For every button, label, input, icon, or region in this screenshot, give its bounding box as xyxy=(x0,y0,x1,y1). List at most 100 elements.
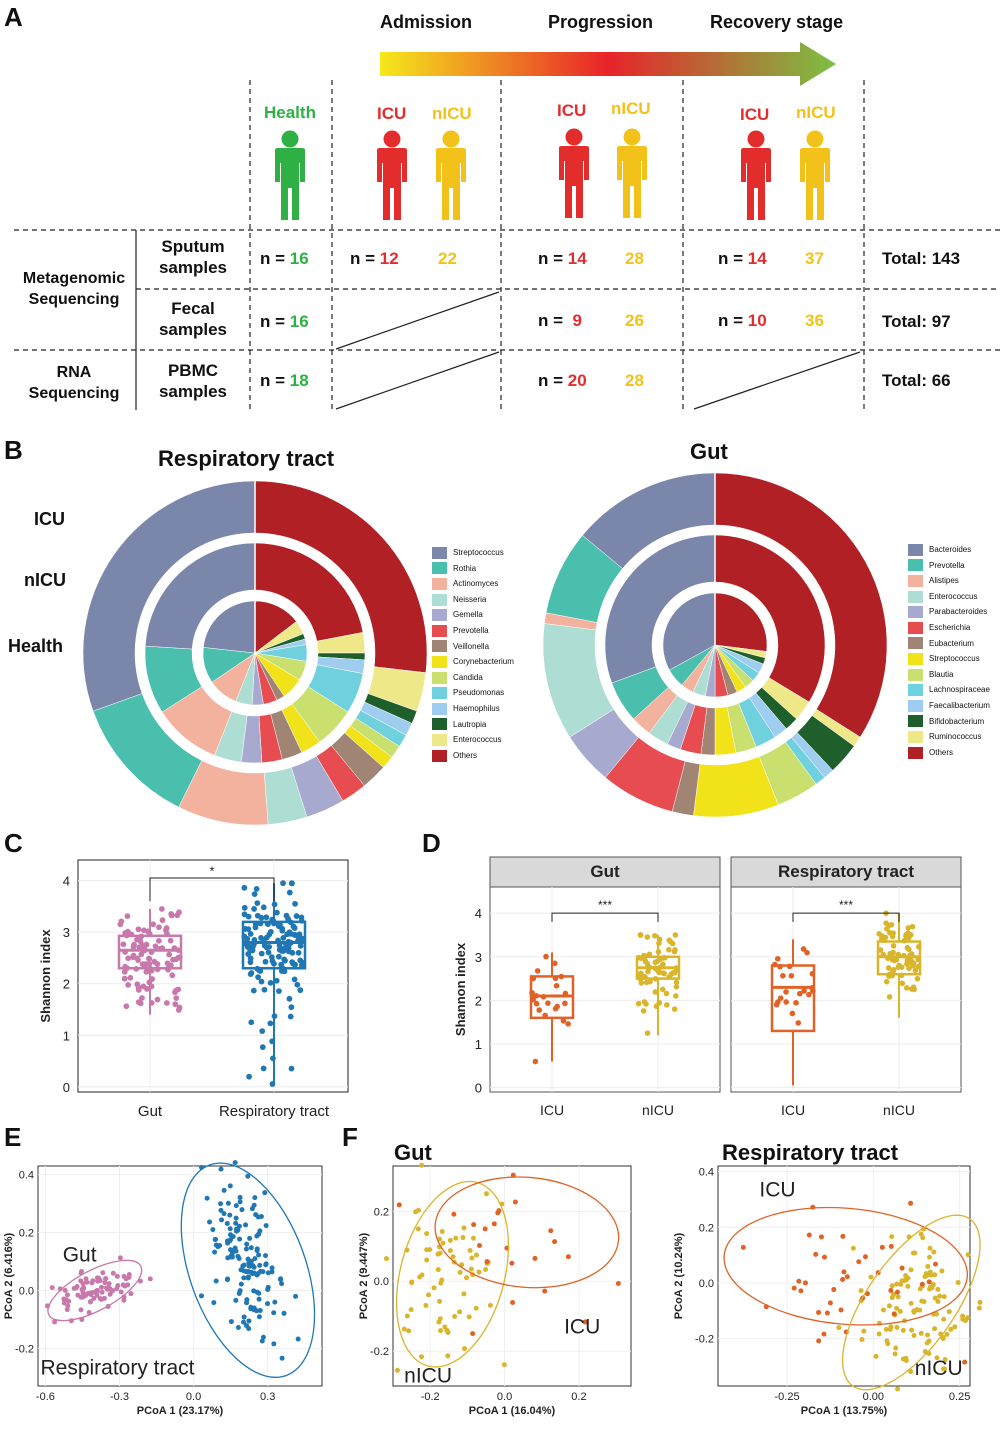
data-point xyxy=(251,1288,257,1294)
data-point xyxy=(925,1264,931,1270)
table-grid xyxy=(14,80,1000,410)
data-point xyxy=(115,1283,121,1289)
data-point xyxy=(245,1173,251,1179)
tick-label: 0.4 xyxy=(19,1170,34,1182)
data-point xyxy=(173,995,180,1001)
data-point xyxy=(876,1331,882,1337)
data-point xyxy=(247,1235,253,1241)
count-nicu: 28 xyxy=(625,371,644,390)
group-label-icu: ICU xyxy=(740,105,770,124)
data-point xyxy=(286,995,293,1002)
legend-item: Lautropia xyxy=(432,717,514,733)
count-health: n = 18 xyxy=(260,371,309,390)
data-point xyxy=(269,1265,275,1271)
data-point xyxy=(883,1326,889,1332)
legend-item: Ruminococcus xyxy=(908,729,990,745)
group-label-nicu: nICU xyxy=(796,103,836,122)
ring-label-icu: ICU xyxy=(34,509,65,529)
data-point xyxy=(230,1234,236,1240)
data-point xyxy=(125,1282,131,1288)
data-point xyxy=(258,1268,264,1274)
donut-title-resp: Respiratory tract xyxy=(158,446,335,471)
data-point xyxy=(247,931,254,937)
data-point xyxy=(124,928,131,935)
data-point xyxy=(900,1327,906,1333)
data-point xyxy=(774,955,781,962)
data-point xyxy=(286,929,293,936)
data-point xyxy=(532,1058,539,1065)
data-point xyxy=(118,1289,124,1295)
data-point xyxy=(176,1004,183,1011)
data-point xyxy=(99,1296,105,1302)
data-point xyxy=(290,923,297,930)
data-point xyxy=(49,1285,55,1291)
group-label-nicu: nICU xyxy=(611,99,651,118)
legend-label: Lautropia xyxy=(453,719,487,729)
data-point xyxy=(795,1020,802,1026)
data-point xyxy=(467,1248,473,1254)
data-point xyxy=(89,1280,95,1286)
legend-swatch xyxy=(432,593,447,606)
legend-item: Prevotella xyxy=(908,558,990,574)
data-point xyxy=(265,921,271,927)
data-point xyxy=(565,1254,571,1260)
data-point xyxy=(435,1267,441,1273)
data-point xyxy=(207,1219,213,1225)
data-point xyxy=(976,1305,982,1311)
data-point xyxy=(245,1275,251,1281)
legend-label: Faecalibacterium xyxy=(929,700,990,710)
data-point xyxy=(252,1195,258,1201)
data-point xyxy=(841,1269,847,1275)
data-point xyxy=(408,1307,414,1313)
data-point xyxy=(265,1270,271,1276)
data-point xyxy=(221,1187,227,1193)
data-point xyxy=(406,1328,412,1334)
donut-slice xyxy=(203,600,256,654)
data-point xyxy=(905,1283,911,1289)
data-point xyxy=(445,1353,451,1359)
data-point xyxy=(965,1252,971,1258)
data-point xyxy=(915,963,922,970)
data-point xyxy=(530,975,537,982)
data-point xyxy=(257,1307,263,1313)
tick-label: 0.4 xyxy=(699,1167,714,1179)
data-point xyxy=(246,1318,252,1324)
data-point xyxy=(287,919,294,926)
panel-label-d: D xyxy=(422,828,441,858)
data-point xyxy=(640,1008,647,1014)
panel-label-b: B xyxy=(4,435,23,465)
data-point xyxy=(850,1245,856,1251)
data-point xyxy=(919,1298,925,1304)
data-point xyxy=(885,1341,891,1347)
tick-label: 0.00 xyxy=(863,1391,884,1403)
data-point xyxy=(256,1314,262,1320)
donut-slice xyxy=(714,472,888,738)
plot-frame xyxy=(489,886,721,1093)
data-point xyxy=(228,1253,234,1259)
data-point xyxy=(673,993,679,999)
donut-slice xyxy=(254,480,428,674)
data-point xyxy=(61,1300,67,1306)
plot-frame xyxy=(37,1165,323,1387)
data-point xyxy=(279,965,286,972)
legend-swatch xyxy=(908,652,923,665)
x-tick-label: Respiratory tract xyxy=(219,1103,330,1120)
data-point xyxy=(895,1294,901,1300)
data-point xyxy=(773,1001,780,1008)
data-point xyxy=(944,1331,950,1337)
group-label-icu: ICU xyxy=(564,1316,600,1339)
tick-label: 0.3 xyxy=(260,1391,275,1403)
data-point xyxy=(383,1256,389,1262)
data-point xyxy=(937,1293,943,1299)
data-point xyxy=(267,979,274,986)
data-point xyxy=(530,996,536,1003)
data-point xyxy=(254,900,261,907)
data-point xyxy=(911,1308,917,1314)
data-point xyxy=(858,1288,864,1294)
data-point xyxy=(251,1270,257,1276)
legend-swatch xyxy=(908,543,923,556)
panel-label-c: C xyxy=(4,828,23,858)
data-point xyxy=(248,1304,254,1310)
data-point xyxy=(545,1000,551,1006)
